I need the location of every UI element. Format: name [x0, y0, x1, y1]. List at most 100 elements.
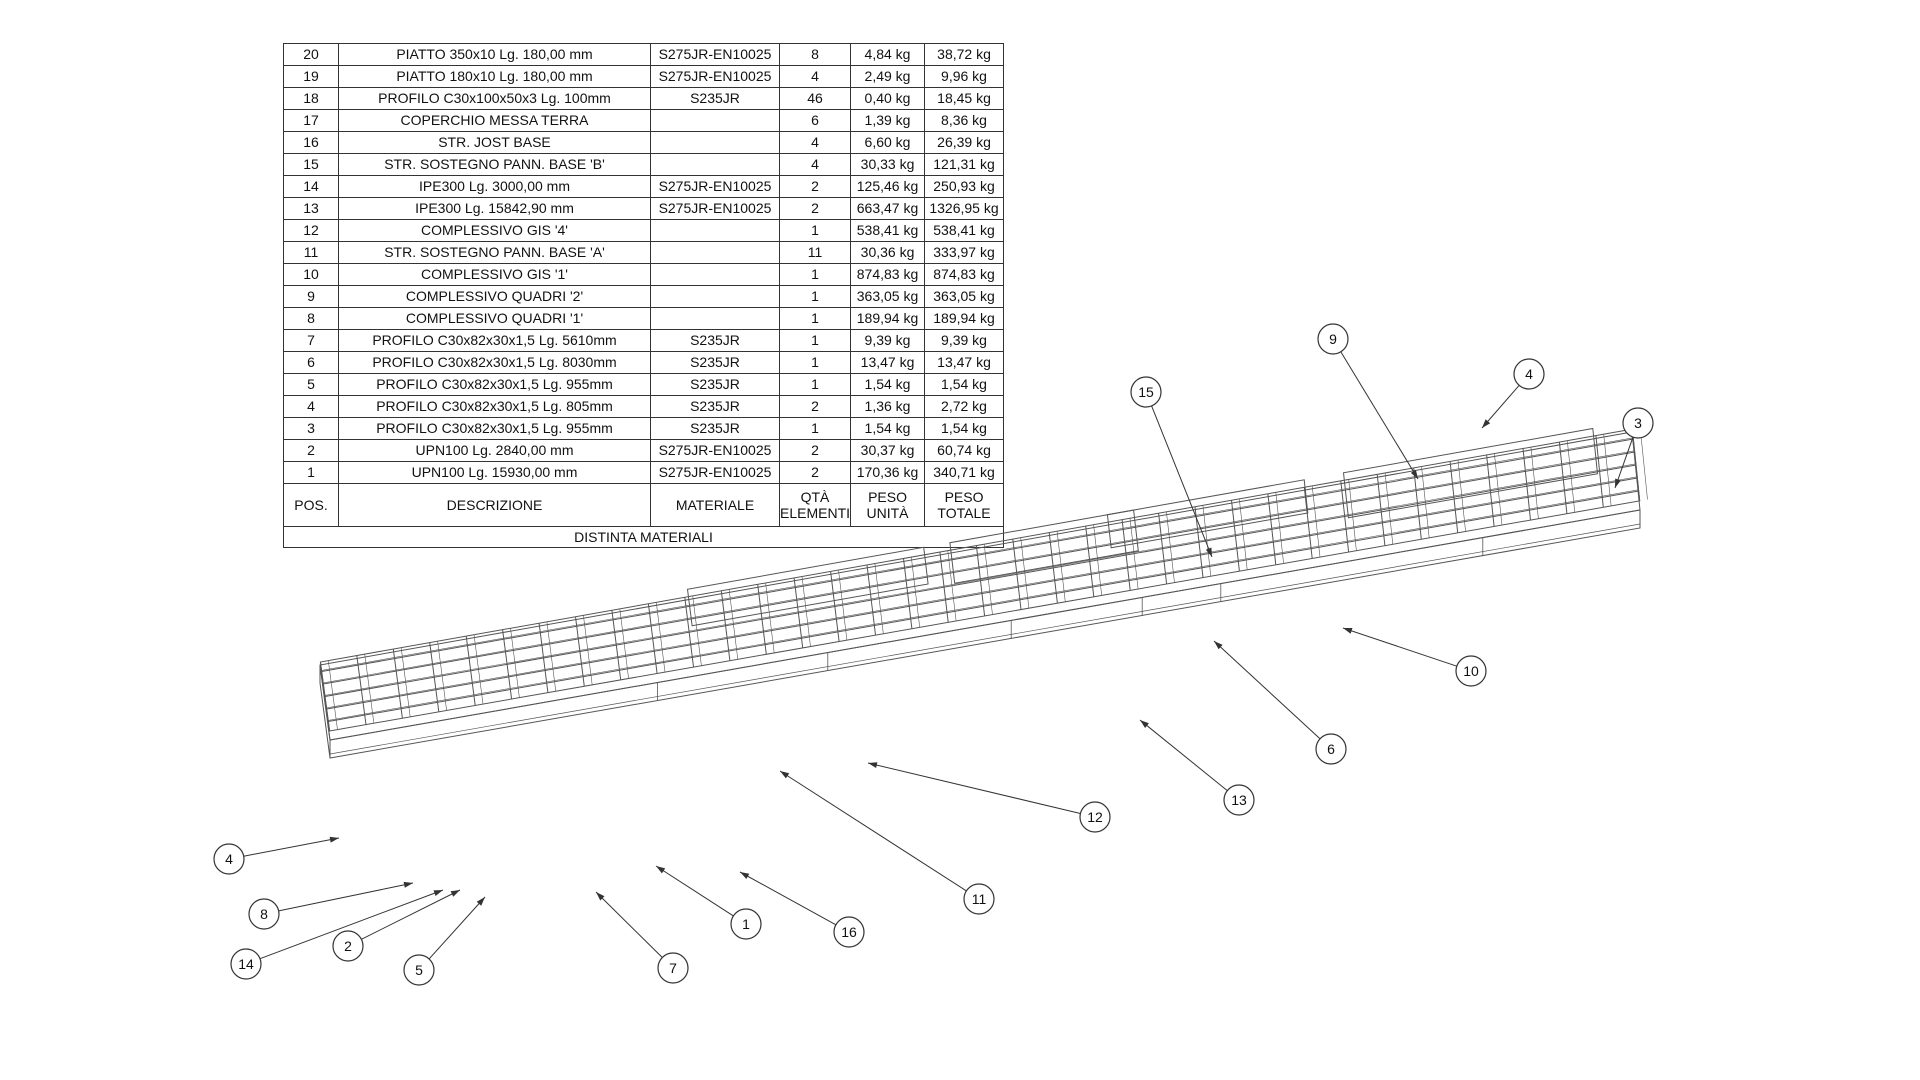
position-balloon: [1513, 358, 1545, 390]
bom-total-weight-cell: 538,41 kg: [924, 219, 1005, 242]
bom-total-weight-cell: 26,39 kg: [924, 131, 1005, 154]
transverse-profile-edge: [911, 557, 920, 628]
transverse-profile: [1231, 500, 1240, 572]
bom-material-cell: S235JR: [650, 329, 780, 352]
bom-quantity-cell: 1: [778, 219, 852, 242]
transverse-profile-edge: [1166, 511, 1175, 583]
bom-quantity-cell: 2: [778, 197, 852, 220]
transverse-profile-edge: [983, 544, 993, 615]
position-balloon: [1622, 407, 1654, 439]
bom-total-weight-cell: 874,83 kg: [924, 263, 1005, 286]
bom-total-weight-cell: 18,45 kg: [924, 87, 1005, 110]
transverse-profile: [866, 564, 876, 636]
transverse-profile-edge: [656, 602, 666, 673]
bom-unit-weight-cell: 13,47 kg: [850, 351, 926, 374]
position-balloon: [833, 916, 865, 948]
bom-caption: DISTINTA MATERIALI: [282, 526, 1005, 548]
bom-material-cell: S275JR-EN10025: [650, 461, 780, 484]
transverse-profile-edge: [546, 621, 557, 692]
transverse-profile: [1522, 448, 1531, 521]
bom-caption-row: DISTINTA MATERIALI: [282, 526, 1005, 548]
bom-description-cell: PROFILO C30x82x30x1,5 Lg. 8030mm: [338, 351, 651, 374]
position-balloon: [1455, 655, 1487, 687]
transverse-profile-edge: [1093, 524, 1102, 596]
leader-line: [867, 762, 1081, 814]
leader-arrowhead: [1615, 478, 1621, 488]
transverse-profile: [356, 655, 367, 725]
complessivo-quadri-2-block: [1342, 427, 1599, 519]
transverse-profile: [1085, 526, 1095, 597]
bom-total-weight-cell: 250,93 kg: [924, 175, 1005, 198]
bom-description-cell: PROFILO C30x82x30x1,5 Lg. 805mm: [338, 395, 651, 418]
position-balloon-label: 11: [972, 891, 987, 907]
transverse-profile-edge: [1603, 434, 1612, 506]
bom-pos-cell: 12: [283, 219, 339, 242]
leader-arrowhead: [1482, 419, 1491, 428]
position-balloon: [1130, 376, 1162, 408]
transverse-profile: [757, 584, 767, 655]
transverse-profile: [1048, 532, 1058, 604]
transverse-profile: [319, 661, 331, 732]
leader-line: [1151, 405, 1213, 558]
bom-material-cell: S275JR-EN10025: [650, 439, 780, 462]
bom-description-cell: COMPLESSIVO GIS '1': [338, 263, 651, 286]
leader-line: [1213, 640, 1321, 740]
transverse-profile: [1303, 487, 1313, 559]
position-balloon: [657, 952, 689, 984]
bom-description-cell: STR. SOSTEGNO PANN. BASE 'A': [338, 241, 651, 264]
transverse-profile-edge: [874, 563, 884, 634]
position-balloon-label: 4: [225, 851, 233, 867]
bom-unit-weight-cell: 1,36 kg: [850, 395, 926, 418]
bom-total-weight-cell: 8,36 kg: [924, 109, 1005, 132]
leader-line: [1342, 627, 1457, 667]
leader-line: [278, 882, 414, 912]
bom-total-weight-cell: 60,74 kg: [924, 439, 1005, 462]
transverse-profile: [1012, 539, 1022, 610]
leader-arrowhead: [1343, 628, 1353, 634]
transverse-profile-edge: [801, 576, 811, 647]
transverse-profile-edge: [765, 582, 775, 653]
leader-arrowhead: [403, 881, 413, 888]
transverse-profile-edge: [1567, 440, 1576, 513]
position-balloon-label: 10: [1463, 663, 1479, 679]
leader-arrowhead: [740, 872, 750, 879]
bom-total-weight-cell: 1,54 kg: [924, 417, 1005, 440]
position-balloon-label: 12: [1087, 809, 1103, 825]
transverse-profile: [1558, 442, 1568, 514]
leader-arrowhead: [1140, 720, 1149, 728]
transverse-profile: [684, 597, 694, 668]
transverse-profile-edge: [692, 595, 702, 666]
bom-material-cell: S275JR-EN10025: [650, 197, 780, 220]
bom-header-pos: POS.: [283, 483, 339, 527]
position-balloon: [332, 930, 364, 962]
position-balloon-label: 14: [238, 956, 254, 972]
transverse-profile-edge: [728, 589, 739, 660]
leader-arrowhead: [596, 892, 605, 901]
transverse-profile: [392, 649, 403, 719]
leader-arrowhead: [329, 836, 339, 843]
transverse-profile-edge: [1384, 472, 1394, 545]
leader-line: [655, 865, 734, 917]
position-balloon-label: 15: [1138, 384, 1154, 400]
leader-arrowhead: [433, 890, 443, 896]
bom-total-weight-cell: 1,54 kg: [924, 373, 1005, 396]
transverse-profile: [429, 642, 440, 712]
bom-description-cell: STR. SOSTEGNO PANN. BASE 'B': [338, 153, 651, 176]
position-balloon-label: 13: [1231, 792, 1247, 808]
bom-material-cell: S275JR-EN10025: [650, 175, 780, 198]
transverse-profile: [538, 623, 549, 693]
position-balloon-label: 3: [1634, 415, 1642, 431]
position-balloon: [213, 843, 245, 875]
position-balloon-label: 7: [669, 960, 677, 976]
bom-unit-weight-cell: 189,94 kg: [850, 307, 926, 330]
